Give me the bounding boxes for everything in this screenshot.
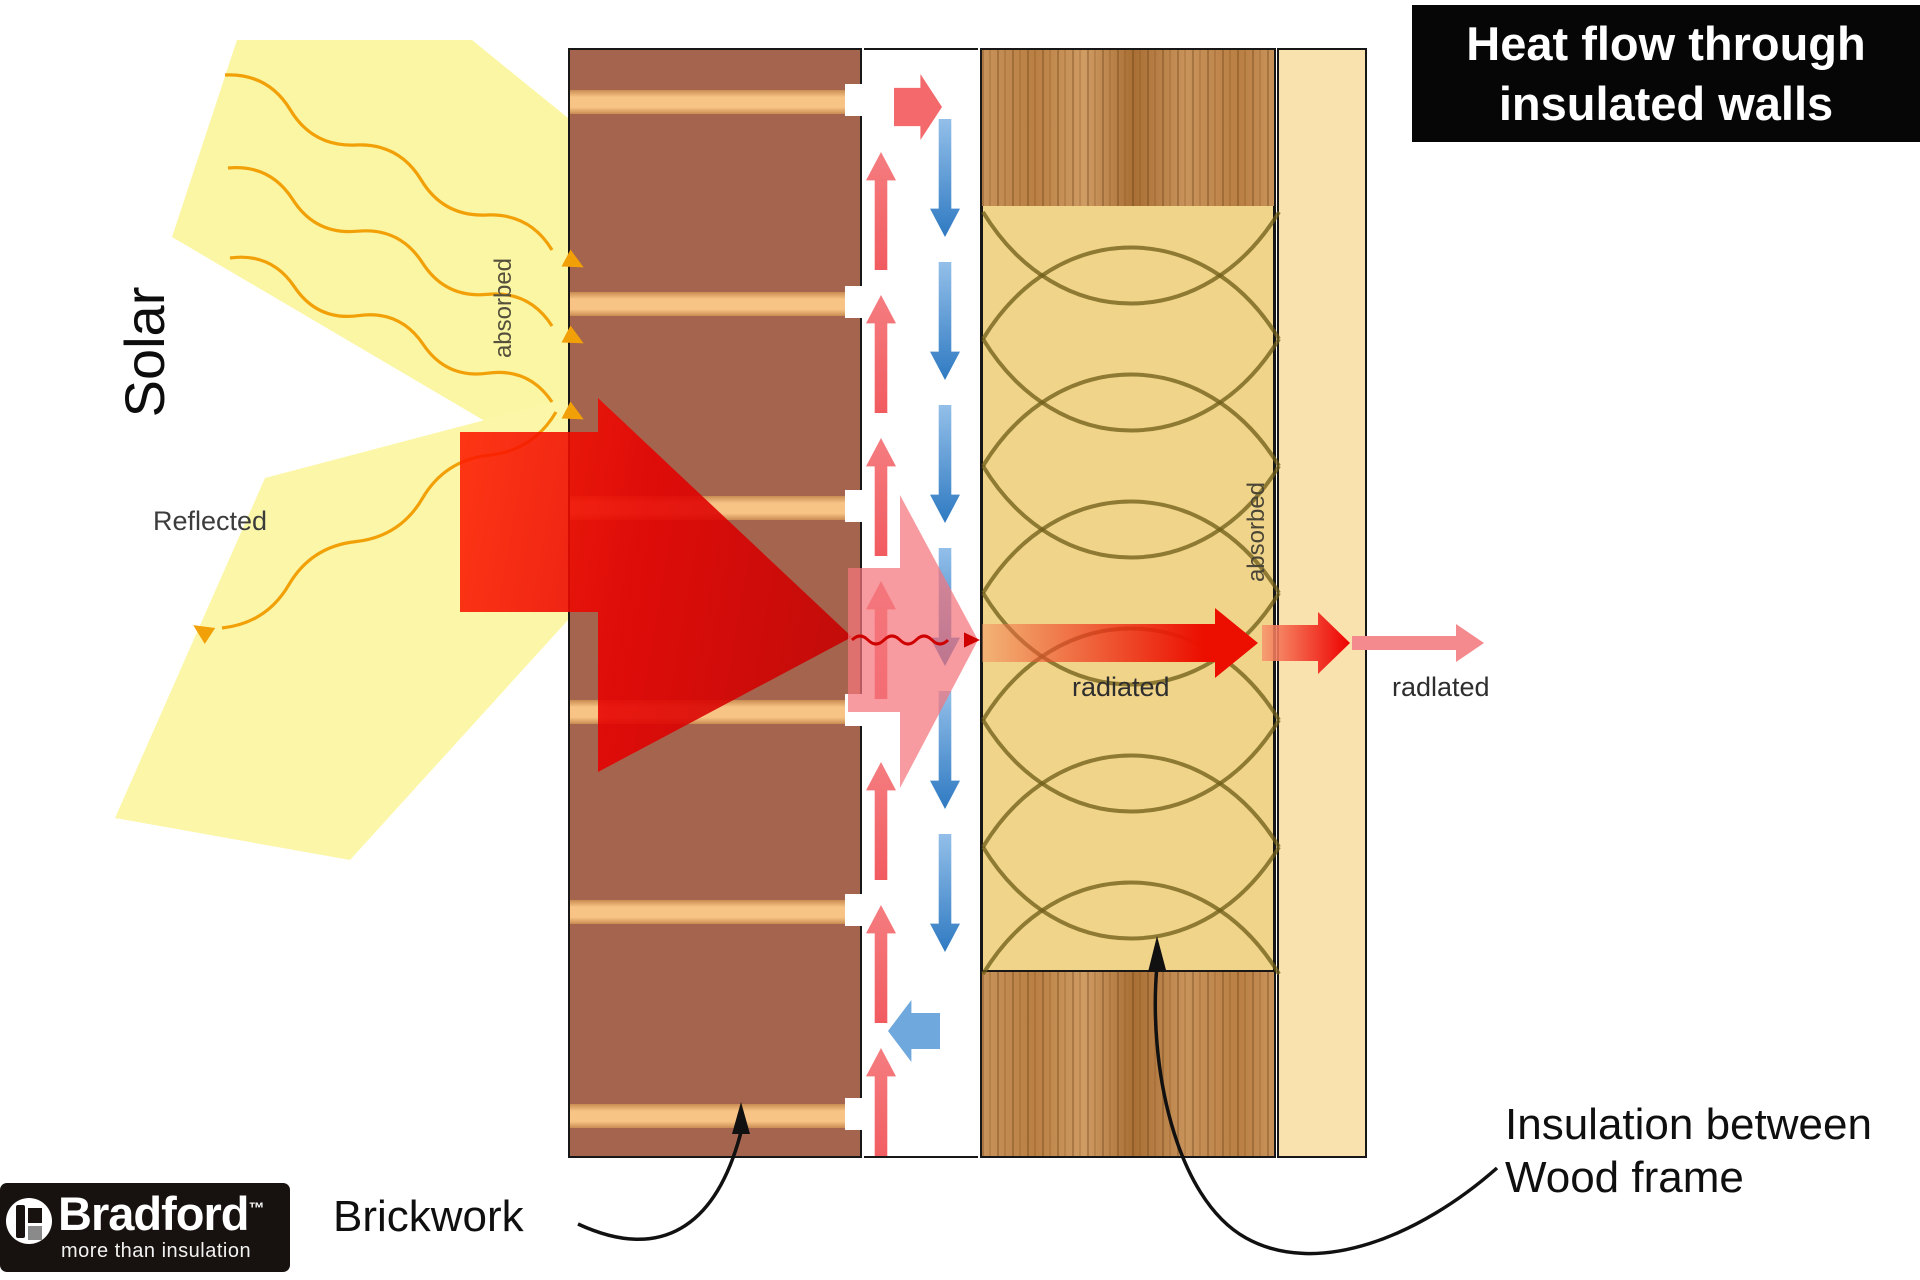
reflected-ray-arrowhead — [193, 625, 216, 645]
insulation-wave-pattern — [981, 210, 1281, 976]
mortar-line — [570, 1104, 860, 1128]
weep-hole — [845, 1098, 865, 1130]
plasterboard — [1277, 48, 1367, 1158]
reflected-sunbeam — [115, 398, 568, 860]
bradford-logo-icon-bar — [16, 1205, 25, 1238]
wood-frame-bottom — [980, 970, 1276, 1158]
title-block: Heat flow through insulated walls — [1412, 5, 1920, 142]
brand-text: Bradford — [58, 1187, 249, 1240]
brickwork-pointer-arrowhead — [732, 1102, 750, 1134]
solar-ray — [224, 73, 554, 251]
batt-wave — [981, 499, 1281, 595]
solar-ray-arrowhead — [561, 325, 584, 344]
batt-wave — [981, 210, 1281, 306]
batt-wave — [981, 845, 1281, 941]
radiated-interior-label: radlated — [1392, 672, 1490, 702]
batt-wave — [981, 753, 1281, 849]
mortar-line — [570, 900, 860, 924]
incident-sunbeam — [172, 40, 568, 470]
insulation-caption: Insulation between Wood frame — [1505, 1098, 1872, 1204]
radiated-squiggle-arrow — [850, 632, 980, 648]
insulation-caption-line2: Wood frame — [1505, 1153, 1744, 1202]
batt-wave — [981, 718, 1281, 814]
insulation-batt — [980, 206, 1281, 976]
weep-hole — [845, 894, 865, 926]
batt-wave — [981, 372, 1281, 468]
weep-hole — [845, 490, 865, 522]
bradford-logo-tagline: more than insulation — [61, 1240, 252, 1262]
solar-ray-arrowhead — [561, 249, 584, 268]
brickwork-pointer-line — [577, 1131, 743, 1241]
insulation-pointer-line — [1153, 965, 1499, 1256]
title-line1: Heat flow through — [1466, 17, 1866, 70]
brickwork-caption: Brickwork — [333, 1192, 524, 1241]
batt-wave — [981, 880, 1281, 976]
mortar-line — [570, 90, 860, 114]
bradford-logo-icon-square-gray — [28, 1226, 42, 1240]
batt-wave — [981, 337, 1281, 433]
weep-hole — [845, 286, 865, 318]
reflected-label: Reflected — [153, 506, 268, 536]
mortar-line — [570, 292, 860, 316]
bradford-logo-icon-square-dark — [28, 1208, 42, 1223]
squiggle-arrowhead — [964, 632, 980, 648]
insulation-caption-line1: Insulation between — [1505, 1100, 1872, 1149]
squiggle-line — [850, 634, 950, 646]
solar-ray — [229, 255, 554, 403]
insulation-pointer-arrowhead — [1148, 936, 1166, 972]
radiated-insulation-label: radiated — [1072, 672, 1170, 702]
title-line2: insulated walls — [1498, 77, 1834, 130]
bradford-logo-name: Bradford™ — [58, 1186, 264, 1241]
batt-wave — [981, 245, 1281, 341]
trademark-mark: ™ — [248, 1200, 264, 1218]
solar-ray — [227, 166, 554, 327]
weep-hole — [845, 84, 865, 116]
batt-wave — [981, 464, 1281, 560]
solar-ray-arrowhead — [561, 401, 584, 420]
